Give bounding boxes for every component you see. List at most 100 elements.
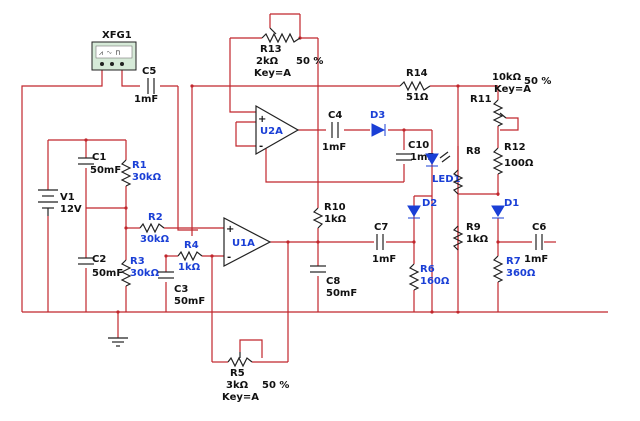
c1-value: 50mF: [90, 165, 121, 176]
capacitor-c10: C10 1mF: [396, 140, 434, 163]
opamp-u2a: U2A + -: [255, 104, 300, 156]
r6-value: 160Ω: [420, 276, 450, 287]
potentiometer-r13: R13 2kΩ 50 % Key=A: [254, 27, 323, 79]
capacitor-c3: C3 50mF: [158, 271, 205, 307]
r2-value: 30kΩ: [140, 234, 170, 245]
capacitor-c6: C6 1mF: [524, 222, 548, 265]
resistor-r3: R3 30kΩ: [120, 256, 160, 287]
c8-label: C8: [326, 276, 340, 287]
c2-label: C2: [92, 254, 106, 265]
r3-value: 30kΩ: [130, 268, 160, 279]
potentiometer-r5: R5 3kΩ 50 % Key=A: [222, 352, 289, 403]
r1-label: R1: [132, 160, 147, 171]
d2-label: D2: [422, 198, 437, 209]
c4-label: C4: [328, 110, 342, 121]
wires: [21, 13, 608, 363]
r12-value: 100Ω: [504, 158, 534, 169]
resistor-r9: R9 1kΩ: [452, 222, 489, 251]
opamp-u1a: U1A + -: [223, 217, 272, 267]
c4-value: 1mF: [322, 142, 346, 153]
r4-value: 1kΩ: [178, 262, 201, 273]
resistor-r4: R4 1kΩ: [177, 240, 203, 273]
potentiometer-r11: 10kΩ 50 % Key=A R11: [470, 72, 551, 127]
capacitor-c7: C7 1mF: [372, 222, 396, 265]
waveform-icons: ⩘ ∿ ⊓: [99, 49, 120, 57]
capacitor-c1: C1 50mF: [78, 152, 121, 176]
c1-label: C1: [92, 152, 106, 163]
xfg1-label: XFG1: [102, 30, 132, 41]
r5-label: R5: [230, 368, 245, 379]
resistor-r1: R1 30kΩ: [120, 159, 162, 187]
c7-label: C7: [374, 222, 388, 233]
r13-key: Key=A: [254, 68, 291, 79]
r11-value: 10kΩ: [492, 72, 522, 83]
c3-value: 50mF: [174, 296, 205, 307]
r11-percent: 50 %: [524, 76, 551, 87]
r8-label: R8: [466, 146, 481, 157]
capacitor-c8: C8 50mF: [310, 265, 357, 299]
r1-value: 30kΩ: [132, 172, 162, 183]
u1a-label: U1A: [232, 238, 255, 249]
diode-d1: D1: [491, 198, 519, 219]
battery-v1: V1 12V: [38, 189, 82, 216]
r13-label: R13: [260, 44, 282, 55]
r10-label: R10: [324, 202, 346, 213]
r7-label: R7: [506, 256, 521, 267]
u2a-minus: -: [259, 141, 263, 152]
v1-label: V1: [60, 192, 75, 203]
c7-value: 1mF: [372, 254, 396, 265]
r12-label: R12: [504, 142, 526, 153]
function-generator-xfg1: ⩘ ∿ ⊓ XFG1: [91, 30, 137, 71]
c6-label: C6: [532, 222, 546, 233]
r5-value: 3kΩ: [226, 380, 249, 391]
r14-label: R14: [406, 68, 428, 79]
r11-key: Key=A: [494, 84, 531, 95]
u2a-plus: +: [258, 114, 266, 125]
led-led1: LED1: [425, 151, 461, 185]
r9-value: 1kΩ: [466, 234, 489, 245]
r2-label: R2: [148, 212, 163, 223]
resistor-r14: R14 51Ω: [399, 68, 431, 103]
c10-value: 1mF: [410, 152, 434, 163]
u1a-minus: -: [227, 252, 231, 263]
c10-label: C10: [408, 140, 429, 151]
r9-label: R9: [466, 222, 481, 233]
c6-value: 1mF: [524, 254, 548, 265]
resistor-r6: R6 160Ω: [408, 263, 450, 291]
r5-percent: 50 %: [262, 380, 289, 391]
c8-value: 50mF: [326, 288, 357, 299]
resistor-r10: R10 1kΩ: [312, 202, 347, 229]
u1a-plus: +: [226, 224, 234, 235]
c5-label: C5: [142, 66, 156, 77]
r4-label: R4: [184, 240, 199, 251]
ground-icon: [108, 337, 128, 347]
r13-value: 2kΩ: [256, 56, 279, 67]
diode-d3: D3: [370, 110, 386, 137]
resistor-r12: R12 100Ω: [492, 142, 534, 175]
r6-label: R6: [420, 264, 435, 275]
r7-value: 360Ω: [506, 268, 536, 279]
r11-label: R11: [470, 94, 492, 105]
resistor-r2: R2 30kΩ: [139, 212, 170, 245]
r3-label: R3: [130, 256, 145, 267]
capacitor-c4: C4 1mF: [322, 110, 346, 153]
d1-label: D1: [504, 198, 519, 209]
c3-label: C3: [174, 284, 188, 295]
diode-d2: D2: [407, 198, 437, 219]
r13-percent: 50 %: [296, 56, 323, 67]
v1-value: 12V: [60, 204, 82, 215]
capacitor-c2: C2 50mF: [78, 254, 123, 279]
r14-value: 51Ω: [406, 92, 429, 103]
r5-key: Key=A: [222, 392, 259, 403]
capacitor-c5: C5 1mF: [134, 66, 158, 105]
c2-value: 50mF: [92, 268, 123, 279]
junction-dots: [84, 36, 500, 314]
d3-label: D3: [370, 110, 385, 121]
r10-value: 1kΩ: [324, 214, 347, 225]
c5-value: 1mF: [134, 94, 158, 105]
resistor-r7: R7 360Ω: [492, 255, 536, 283]
resistor-r8: R8: [452, 146, 481, 195]
led1-label: LED1: [432, 174, 461, 185]
u2a-label: U2A: [260, 126, 283, 137]
